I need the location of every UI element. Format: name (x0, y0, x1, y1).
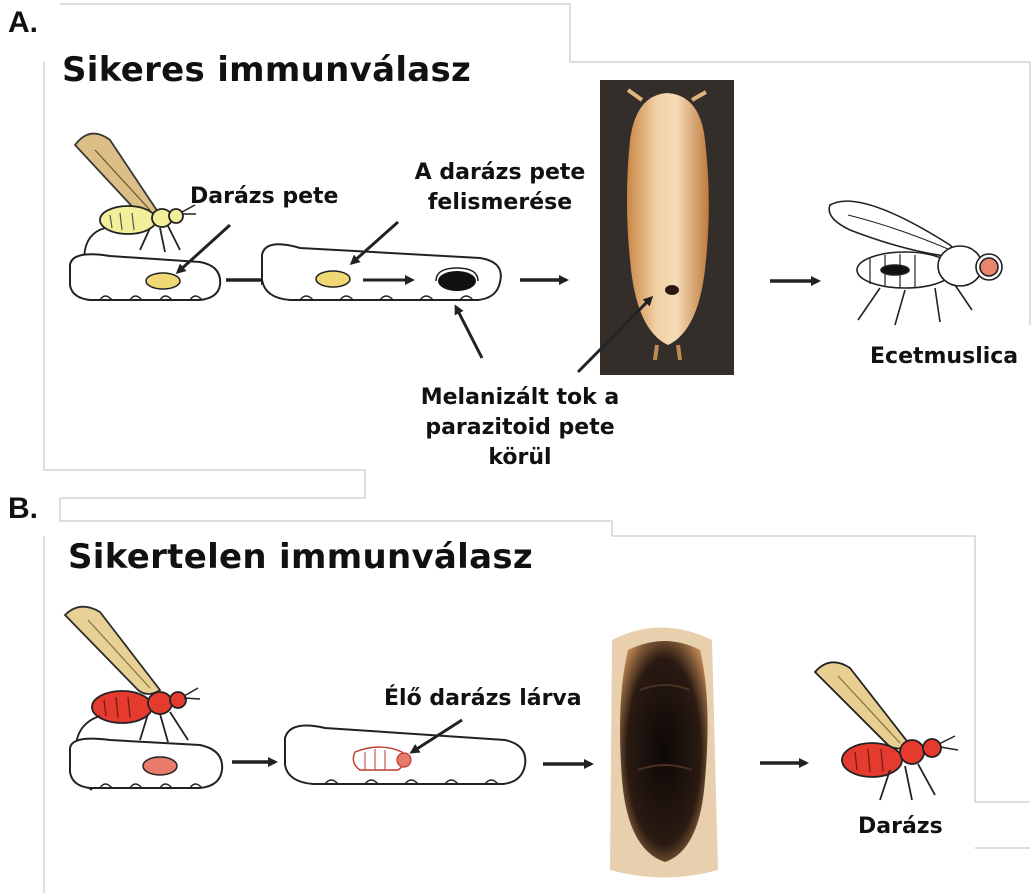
label-outcome-b: Darázs (858, 812, 943, 842)
fruit-fly-icon (829, 201, 1002, 325)
host-larva-a1-icon (70, 254, 220, 300)
panel-a-letter: A. (8, 6, 38, 40)
panel-b-letter: B. (8, 492, 38, 526)
label-capsule-line1: Melanizált tok a (395, 383, 645, 413)
label-capsule-line2: parazitoid pete körül (395, 413, 645, 473)
label-outcome-a: Ecetmuslica (870, 342, 1018, 372)
panel-b-title: Sikertelen immunválasz (68, 537, 533, 577)
label-capsule: Melanizált tok a parazitoid pete körül (395, 383, 645, 473)
host-larva-b2-icon (285, 726, 525, 784)
wasp-adult-icon (815, 662, 958, 800)
panel-a-title: Sikeres immunválasz (62, 50, 471, 90)
label-recognition: A darázs pete felismerése (412, 158, 588, 218)
pupa-photo-b (610, 628, 718, 878)
label-recognition-line2: felismerése (412, 188, 588, 218)
label-wasp-egg: Darázs pete (190, 182, 338, 212)
host-larva-b1-icon (70, 739, 222, 788)
host-larva-a2-icon (262, 244, 501, 300)
label-larva: Élő darázs lárva (384, 684, 582, 714)
label-recognition-line1: A darázs pete (412, 158, 588, 188)
arrow-to-capsule (456, 307, 482, 358)
